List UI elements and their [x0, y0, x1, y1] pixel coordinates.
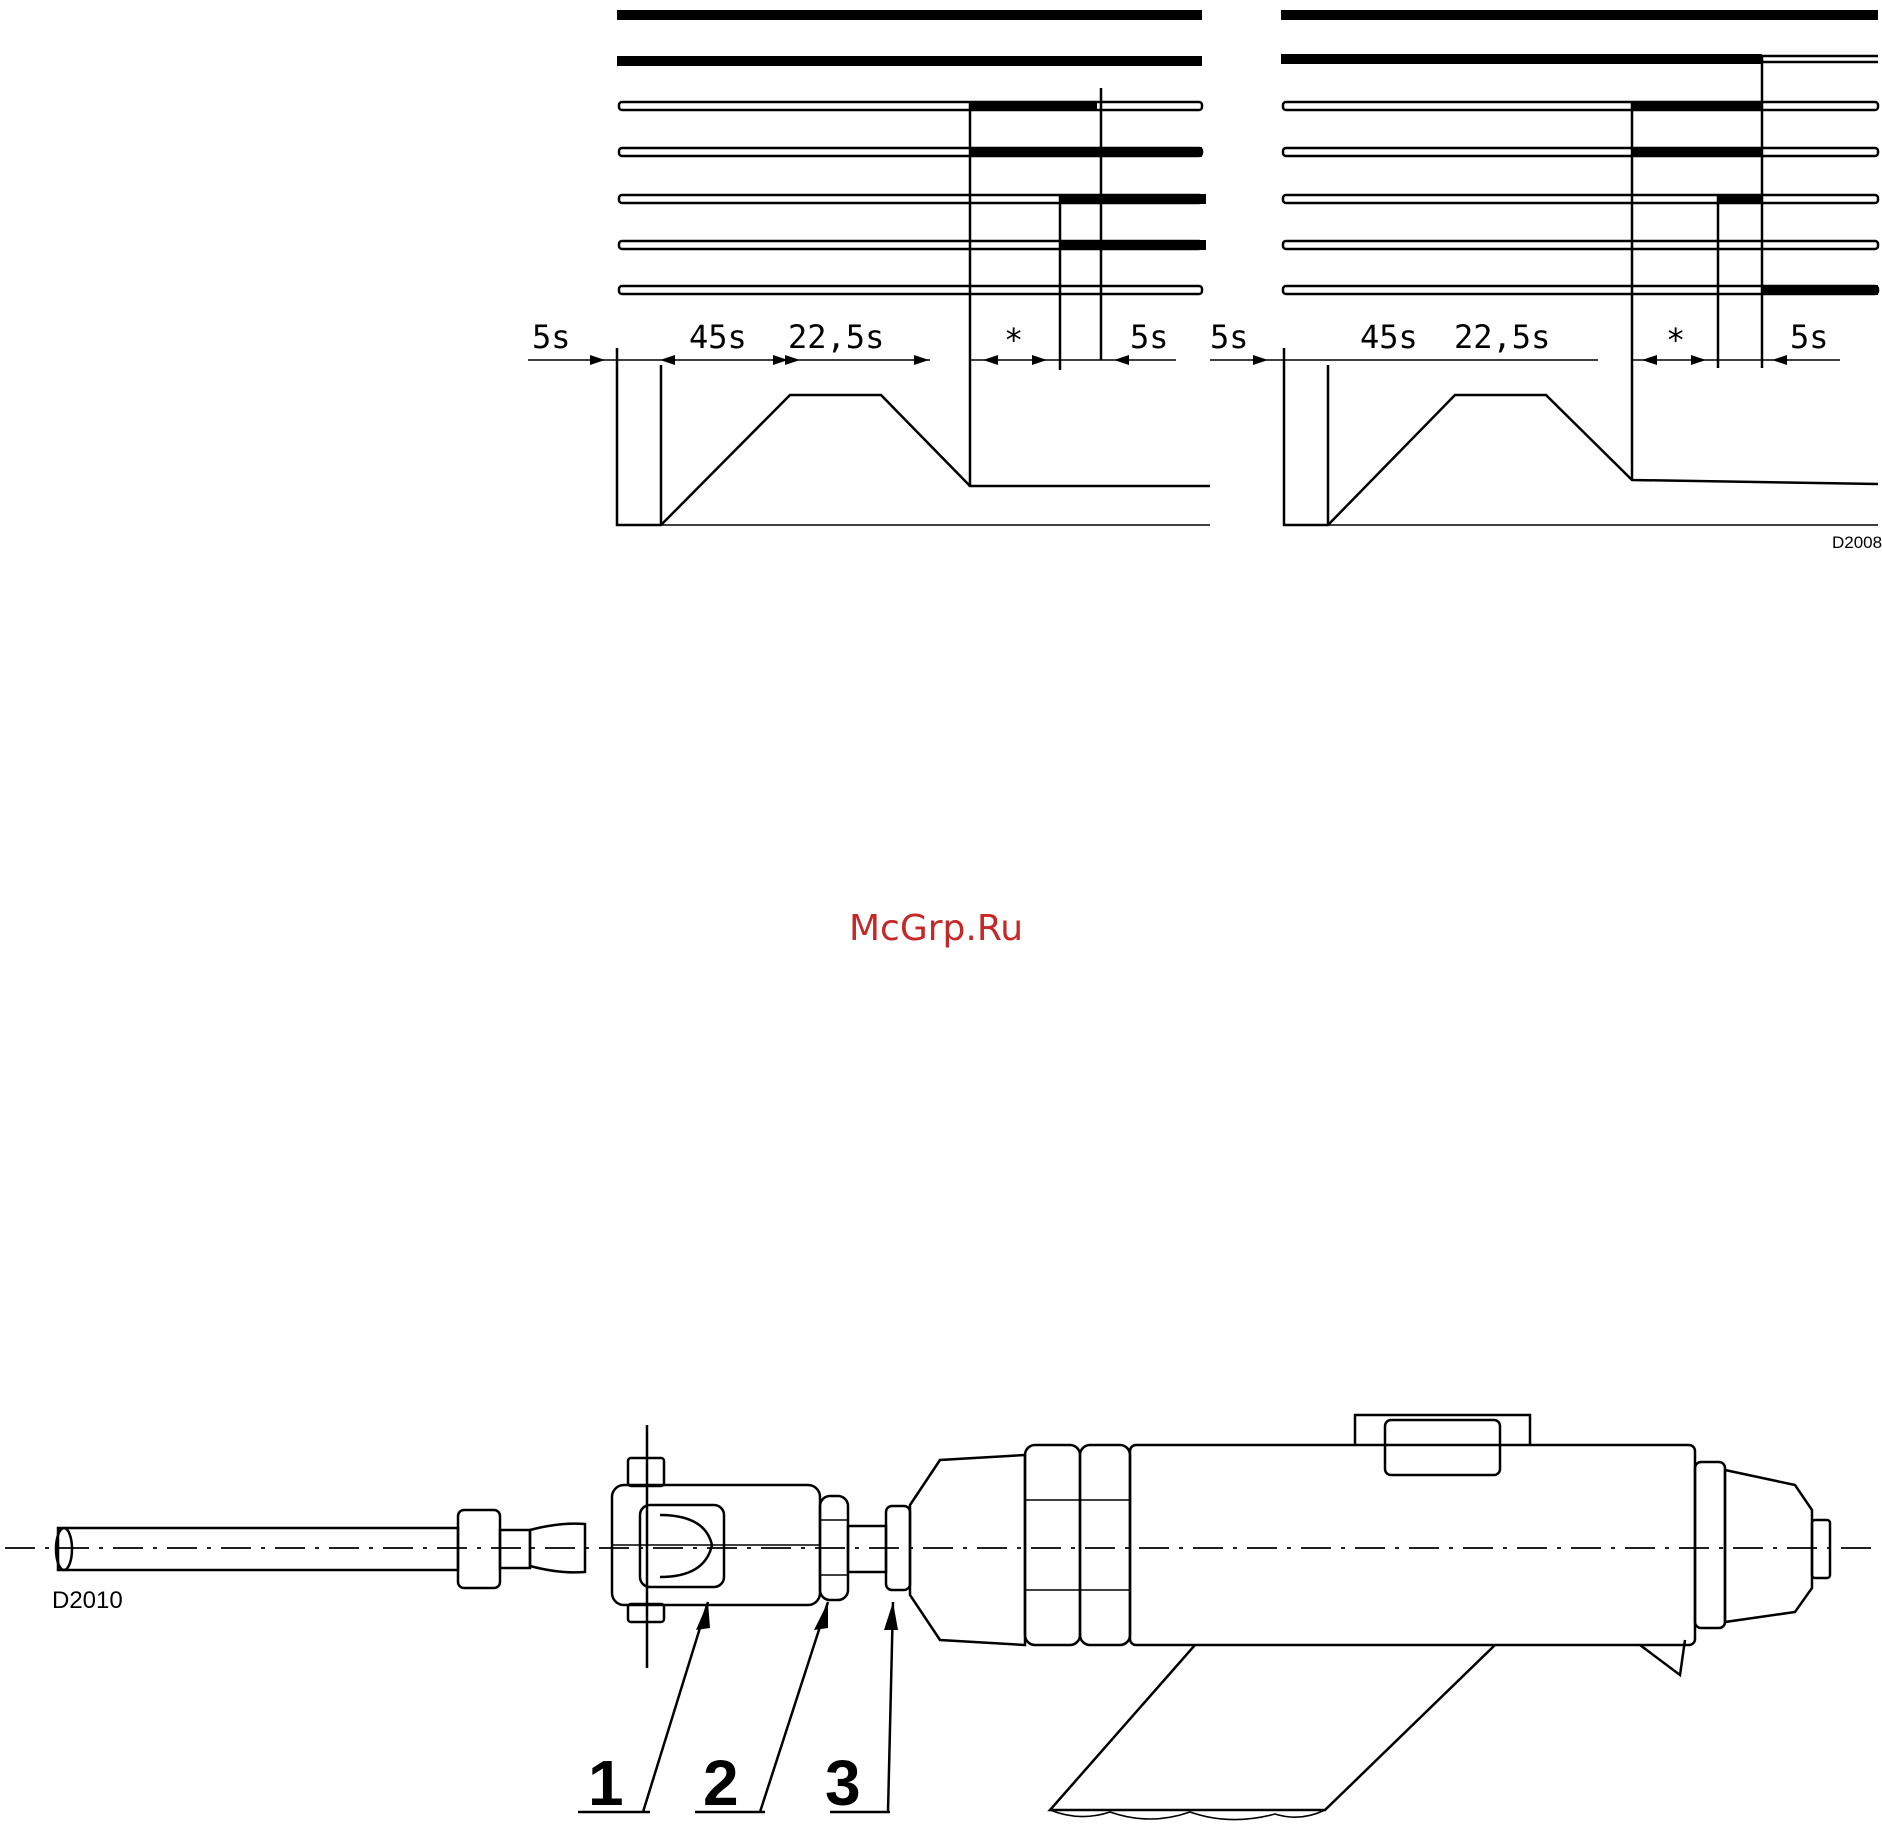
callout-1: 1	[588, 1747, 624, 1819]
coupling-nut	[458, 1510, 500, 1588]
signal-line-4	[619, 148, 1202, 156]
temperature-profile	[1284, 348, 1878, 525]
tool-drawing: 1 2 3 D2010	[5, 1415, 1876, 1820]
timing-diagram-right: 5s 45s 22,5s * 5s D2008	[1210, 15, 1882, 552]
callout-3: 3	[825, 1747, 861, 1819]
leader-line-2	[760, 1602, 828, 1812]
watermark-text: McGrp.Ru	[849, 908, 1023, 949]
label-45s: 45s	[1360, 318, 1418, 356]
signal-line-5	[619, 195, 1206, 203]
label-22-5s: 22,5s	[1454, 318, 1550, 356]
signal-line-2	[1281, 56, 1878, 62]
label-5s-start: 5s	[1210, 318, 1249, 356]
timing-diagram-left: 5s 45s 22,5s * 5s	[528, 15, 1210, 525]
neck	[500, 1530, 530, 1568]
signal-line-3	[1283, 102, 1878, 110]
label-22-5s: 22,5s	[788, 318, 884, 356]
signal-line-6	[619, 241, 1206, 249]
callout-2: 2	[703, 1747, 739, 1819]
label-5s-end: 5s	[1130, 318, 1169, 356]
tool-head	[910, 1415, 1830, 1820]
label-5s-start: 5s	[532, 318, 571, 356]
shaft	[56, 1528, 458, 1570]
signal-line-7	[1283, 286, 1878, 294]
signal-line-7	[619, 286, 1202, 294]
label-5s-end: 5s	[1790, 318, 1829, 356]
figure-code-d2010: D2010	[52, 1587, 123, 1614]
signal-line-6	[1283, 241, 1878, 249]
leader-line-3	[888, 1602, 893, 1812]
figure-code-d2008: D2008	[1832, 533, 1882, 552]
neck-part	[848, 1526, 886, 1572]
label-star: *	[1666, 321, 1685, 359]
temperature-profile	[617, 348, 1210, 525]
clamp-body	[612, 1425, 820, 1668]
label-star: *	[1004, 321, 1023, 359]
signal-line-3	[619, 102, 1202, 110]
signal-line-5	[1283, 195, 1878, 203]
leader-line-1	[643, 1602, 708, 1812]
signal-line-4	[1283, 148, 1878, 156]
label-45s: 45s	[689, 318, 747, 356]
